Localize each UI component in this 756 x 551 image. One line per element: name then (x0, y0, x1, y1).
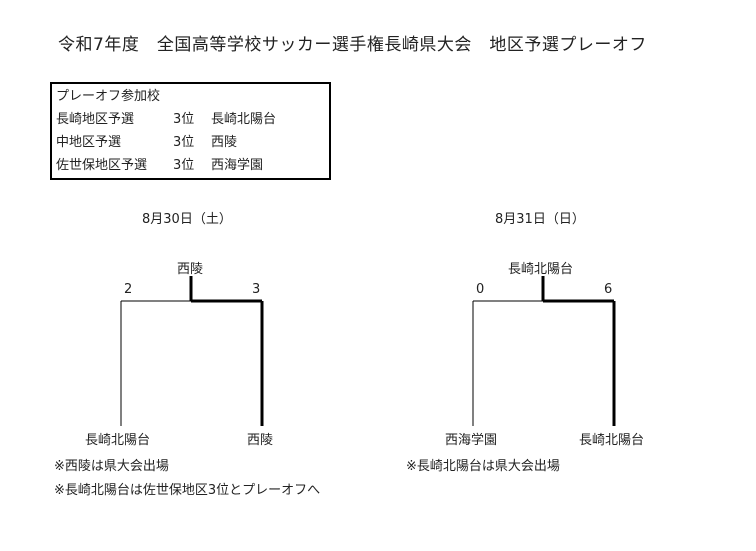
right-score: 6 (604, 282, 613, 297)
participants-heading: プレーオフ参加校 (56, 89, 161, 104)
participant-row: 中地区予選 3位 西陵 (56, 133, 326, 153)
participant-school: 西陵 (211, 135, 238, 150)
participant-row: 佐世保地区予選 3位 西海学園 (56, 156, 326, 176)
participant-region: 中地区予選 (56, 135, 122, 150)
left-score: 2 (124, 282, 133, 297)
participant-rank: 3位 (173, 112, 195, 127)
left-score: 0 (476, 282, 485, 297)
participant-region: 長崎地区予選 (56, 112, 135, 127)
right-team: 長崎北陽台 (579, 433, 645, 448)
match-note: ※西陵は県大会出場 (54, 459, 169, 474)
participant-rank: 3位 (173, 135, 195, 150)
match-note: ※長崎北陽台は佐世保地区3位とプレーオフへ (54, 483, 321, 498)
participant-rank: 3位 (173, 158, 195, 173)
match-winner: 西陵 (177, 262, 204, 277)
match-winner: 長崎北陽台 (508, 262, 574, 277)
right-score: 3 (252, 282, 261, 297)
match-date: 8月30日（土） (142, 212, 232, 227)
participant-school: 西海学園 (211, 158, 264, 173)
participant-row: 長崎地区予選 3位 長崎北陽台 (56, 110, 326, 130)
participant-region: 佐世保地区予選 (56, 158, 148, 173)
page-title: 令和7年度 全国高等学校サッカー選手権長崎県大会 地区予選プレーオフ (58, 35, 647, 55)
left-team: 西海学園 (445, 433, 498, 448)
right-team: 西陵 (247, 433, 274, 448)
left-team: 長崎北陽台 (85, 433, 151, 448)
match-note: ※長崎北陽台は県大会出場 (406, 459, 560, 474)
participants-box: プレーオフ参加校 長崎地区予選 3位 長崎北陽台 中地区予選 3位 西陵 佐世保… (50, 82, 331, 180)
participant-school: 長崎北陽台 (211, 112, 277, 127)
match-date: 8月31日（日） (495, 212, 585, 227)
